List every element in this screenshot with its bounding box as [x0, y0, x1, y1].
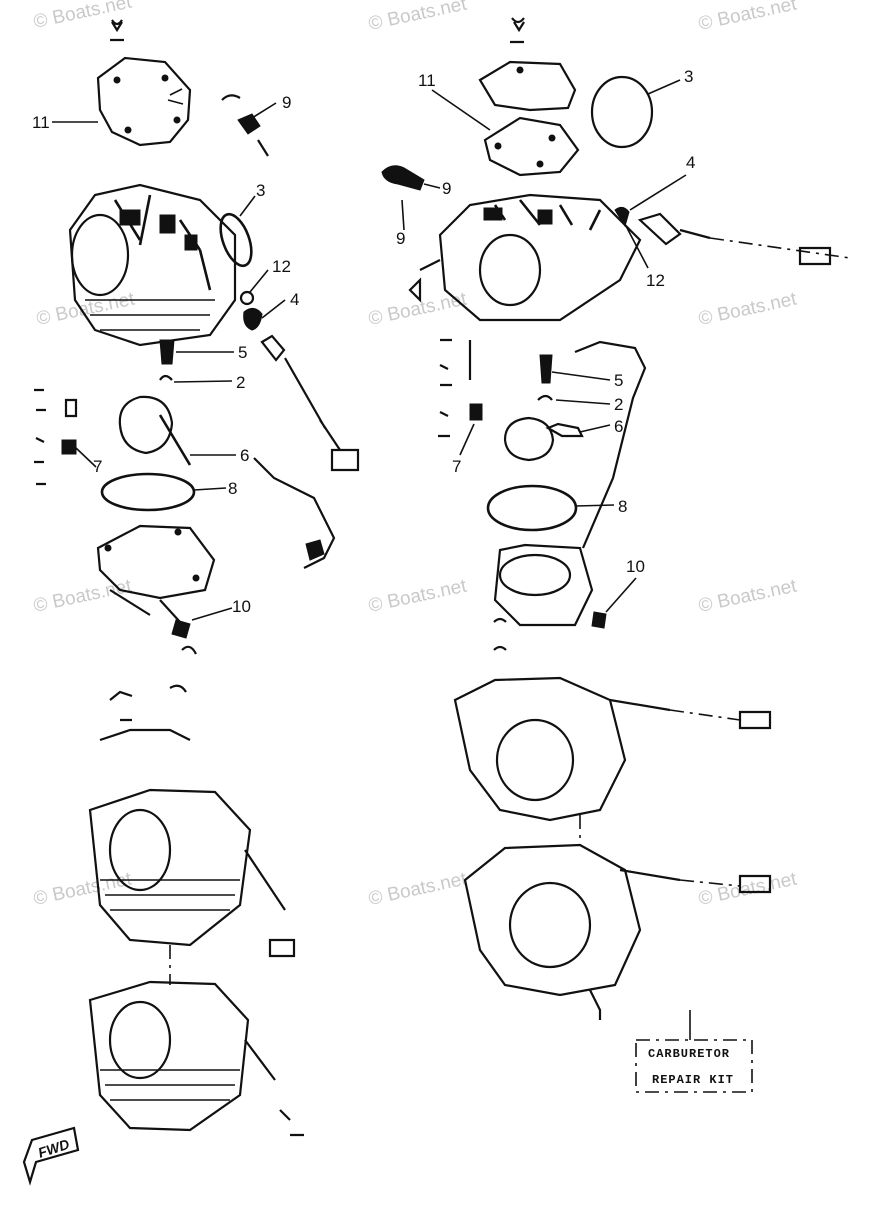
right-carburetor-assembly	[381, 17, 851, 1020]
callout-9-right: 9	[396, 229, 405, 248]
callout-5-right: 5	[614, 371, 623, 390]
callout-9b-right: 9	[442, 179, 451, 198]
gasket-o-ring-3-left	[219, 212, 253, 268]
callout-10-left: 10	[232, 597, 251, 616]
lower-carburetor-right-2	[463, 843, 642, 997]
lower-carburetor-1	[88, 788, 252, 947]
watermark: © Boats.net	[367, 576, 469, 617]
left-carburetor-assembly	[34, 19, 360, 1137]
o-ring-8-left	[100, 472, 196, 512]
callout-2-right: 2	[614, 395, 623, 414]
top-cover-right	[478, 60, 577, 112]
forward-direction-indicator: FWD	[22, 1126, 80, 1186]
watermark: © Boats.net	[697, 869, 799, 910]
callout-6-right: 6	[614, 417, 623, 436]
float-6-left	[118, 395, 174, 455]
callout-11-right: 11	[418, 71, 436, 90]
watermark: © Boats.net	[32, 869, 134, 910]
leader-lines	[52, 79, 691, 1040]
watermark: © Boats.net	[367, 0, 469, 35]
carburetor-body-left	[68, 183, 237, 347]
callout-11-left: 11	[32, 113, 50, 132]
callout-3-left: 3	[256, 181, 265, 200]
watermark-layer: © Boats.net © Boats.net © Boats.net © Bo…	[32, 0, 799, 910]
callout-7-left: 7	[93, 457, 102, 476]
callout-10-right: 10	[626, 557, 645, 576]
callout-4-left: 4	[290, 290, 299, 309]
repair-kit-border	[635, 1039, 753, 1093]
float-bowl-left	[96, 524, 216, 600]
float-6-right	[503, 416, 555, 462]
callout-3-right: 3	[684, 67, 693, 86]
callout-7-right: 7	[452, 457, 461, 476]
callout-8-left: 8	[228, 479, 237, 498]
watermark: © Boats.net	[35, 289, 137, 330]
watermark: © Boats.net	[697, 576, 799, 617]
o-ring-8-right	[486, 484, 578, 532]
callout-4-right: 4	[686, 153, 695, 172]
callout-12-right: 12	[646, 271, 665, 290]
callout-12-left: 12	[272, 257, 291, 276]
diaphragm-3-right	[590, 75, 654, 149]
fwd-arrow-icon	[22, 1126, 80, 1186]
watermark: © Boats.net	[697, 0, 799, 35]
callout-5-left: 5	[238, 343, 247, 362]
watermark: © Boats.net	[697, 289, 799, 330]
repair-kit-line1: CARBURETOR	[648, 1047, 730, 1061]
repair-kit-line2: REPAIR KIT	[652, 1073, 734, 1087]
callout-9-left: 9	[282, 93, 291, 112]
repair-kit-box: CARBURETOR REPAIR KIT	[635, 1039, 753, 1093]
callout-2-left: 2	[236, 373, 245, 392]
float-bowl-right	[493, 543, 594, 627]
callout-8-right: 8	[618, 497, 627, 516]
carburetor-body-right	[438, 193, 642, 322]
watermark: © Boats.net	[367, 869, 469, 910]
watermark: © Boats.net	[367, 289, 469, 330]
callout-6-left: 6	[240, 446, 249, 465]
cover-plate-left	[96, 56, 192, 147]
plate-11-right	[483, 116, 580, 177]
callout-numbers: 11 9 3 12 4 5 2 6 7 8 10 11 3 4 9 9 12 5…	[32, 67, 695, 616]
lower-carburetor-right-1	[453, 676, 627, 822]
lower-carburetor-2	[88, 980, 250, 1132]
